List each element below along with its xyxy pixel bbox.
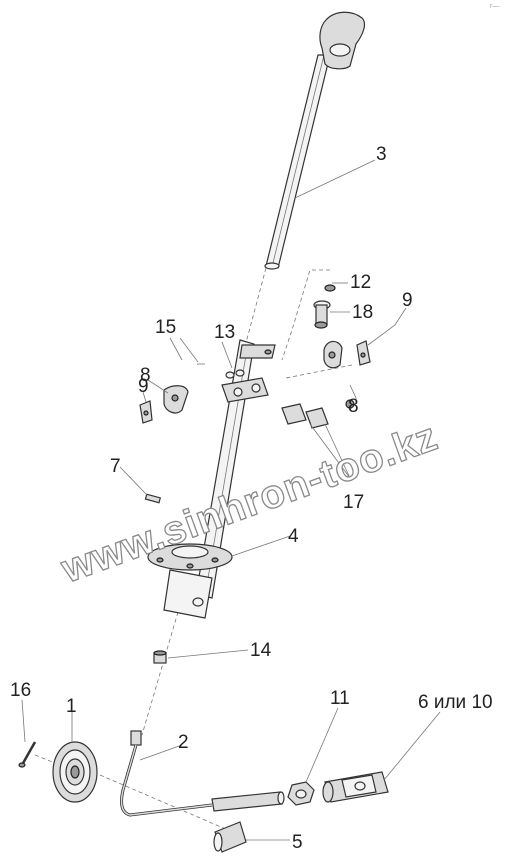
leader-lines [21, 159, 441, 841]
part-3-lever-rod [264, 11, 366, 270]
callout-3: 3 [376, 144, 387, 165]
callout-8-right: 8 [348, 396, 359, 417]
callout-8-left: 8 [140, 365, 151, 386]
part-2-cable [120, 730, 285, 817]
callout-5: 5 [292, 832, 303, 853]
part-8-left-latch [163, 385, 189, 414]
watermark: www.sinhron-too.kz [55, 414, 444, 591]
part-7-pin [144, 493, 162, 504]
callout-1: 1 [66, 696, 77, 717]
callout-12: 12 [350, 272, 371, 293]
callout-13: 13 [214, 322, 235, 343]
part-17-clips [281, 399, 355, 429]
part-11-nut [287, 781, 315, 806]
part-18-bushing [313, 300, 331, 329]
part-6-10-fork [322, 771, 389, 803]
callout-6-10: 6 или 10 [418, 692, 493, 713]
callout-16: 16 [10, 680, 31, 701]
callout-11: 11 [330, 688, 350, 709]
callout-14: 14 [250, 640, 272, 661]
callout-9-left: 9 [138, 376, 149, 397]
callout-18: 18 [352, 302, 373, 323]
callout-2: 2 [178, 732, 189, 753]
part-4-housing [147, 339, 276, 619]
part-8-right-latch [323, 340, 343, 369]
housing-bracket [221, 377, 269, 403]
corner-mark: r— [490, 3, 499, 10]
callout-15: 15 [155, 317, 176, 338]
part-5-cap [213, 821, 247, 853]
callout-9-right: 9 [402, 290, 413, 311]
callout-17: 17 [343, 492, 364, 513]
part-14-sleeve [153, 650, 167, 664]
part-16-cotter-pin [18, 741, 37, 768]
part-1-pulley [52, 741, 98, 803]
callouts: 3 12 18 9 15 13 8 8 9 7 17 4 14 16 1 11 … [10, 144, 493, 853]
parts-13-15-washers [197, 363, 245, 379]
callout-7: 7 [110, 456, 121, 477]
callout-4: 4 [288, 526, 299, 547]
part-12-ring [324, 284, 336, 292]
part-9-left-bracket [139, 400, 153, 424]
part-9-right-bracket [356, 340, 371, 366]
